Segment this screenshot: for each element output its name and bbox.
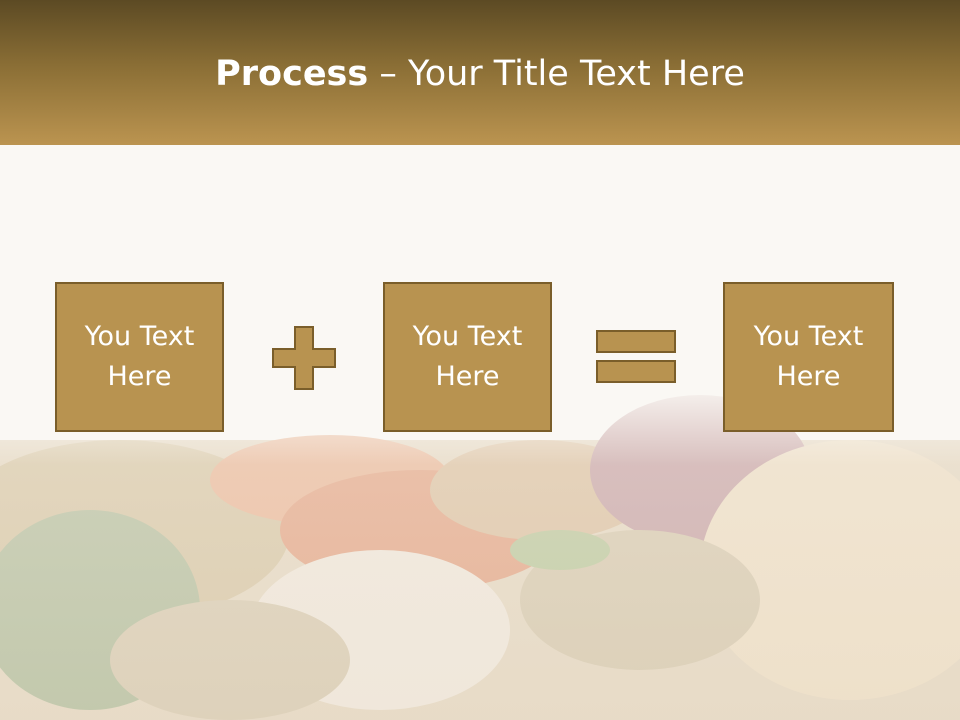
equals-icon bbox=[596, 330, 676, 383]
header-band: Process – Your Title Text Here bbox=[0, 0, 960, 145]
process-box-1[interactable]: You Text Here bbox=[55, 282, 224, 432]
slide-title: Process – Your Title Text Here bbox=[0, 54, 960, 94]
title-rest: – Your Title Text Here bbox=[368, 54, 745, 94]
process-box-1-label: You Text Here bbox=[84, 321, 195, 392]
title-bold: Process bbox=[215, 54, 369, 94]
plus-icon bbox=[272, 326, 336, 390]
process-box-3[interactable]: You Text Here bbox=[723, 282, 894, 432]
compost-background-image bbox=[0, 380, 960, 720]
process-box-3-label: You Text Here bbox=[753, 321, 864, 392]
process-box-2[interactable]: You Text Here bbox=[383, 282, 552, 432]
process-box-2-label: You Text Here bbox=[412, 321, 523, 392]
